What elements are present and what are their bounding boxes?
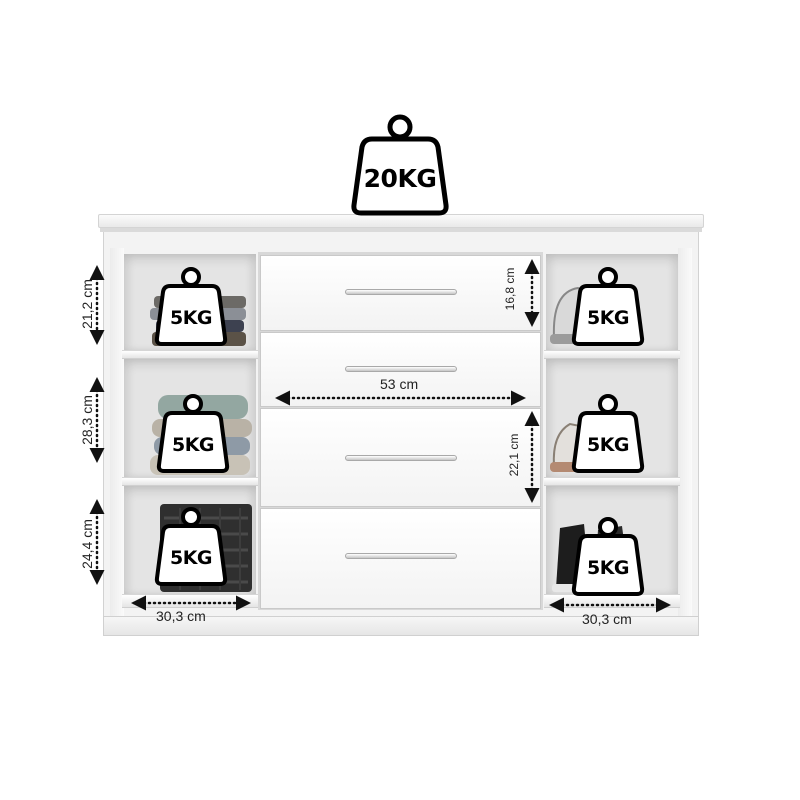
left-outer-panel [110, 248, 124, 618]
right-middle-weight-icon: 5KG [570, 393, 646, 475]
right-top-weight-icon: 5KG [570, 266, 646, 348]
sideboard-plinth [103, 616, 699, 636]
right-top-load-label: 5KG [586, 307, 630, 329]
drawer-4[interactable] [260, 508, 541, 609]
drawer-4-handle[interactable] [345, 553, 457, 559]
sideboard-top-edge [100, 228, 702, 232]
drawer-small-height-label: 16,8 cm [503, 267, 517, 311]
left-bottom-weight-icon: 5KG [153, 506, 229, 588]
left-bottom-load-label: 5KG [169, 547, 213, 569]
left-shelf-1 [122, 350, 258, 359]
right-middle-load-label: 5KG [586, 434, 630, 456]
drawer-width-label: 53 cm [380, 376, 419, 392]
drawer-3-handle[interactable] [345, 455, 457, 461]
left-width-label: 30,3 cm [156, 608, 206, 624]
right-bottom-load-label: 5KG [586, 557, 630, 579]
left-middle-weight-icon: 5KG [155, 393, 231, 475]
left-middle-height-label: 28,3 cm [79, 395, 95, 445]
left-bottom-height-label: 24,4 cm [79, 519, 95, 569]
drawer-1[interactable] [260, 255, 541, 331]
total-load-weight-icon: 20KG [350, 113, 450, 217]
drawer-large-height-label: 22,1 cm [507, 433, 521, 477]
drawer-3[interactable] [260, 408, 541, 507]
drawer-1-handle[interactable] [345, 289, 457, 295]
right-shelf-1 [544, 350, 680, 359]
right-outer-panel [678, 248, 692, 618]
right-bottom-weight-icon: 5KG [570, 516, 646, 598]
left-top-height-label: 21,2 cm [79, 279, 95, 329]
right-width-label: 30,3 cm [582, 611, 632, 627]
left-middle-load-label: 5KG [171, 434, 215, 456]
left-top-weight-icon: 5KG [153, 266, 229, 348]
left-shelf-2 [122, 477, 258, 486]
left-top-load-label: 5KG [169, 307, 213, 329]
drawer-2-handle[interactable] [345, 366, 457, 372]
total-load-label: 20KG [363, 163, 437, 193]
right-shelf-2 [544, 477, 680, 486]
